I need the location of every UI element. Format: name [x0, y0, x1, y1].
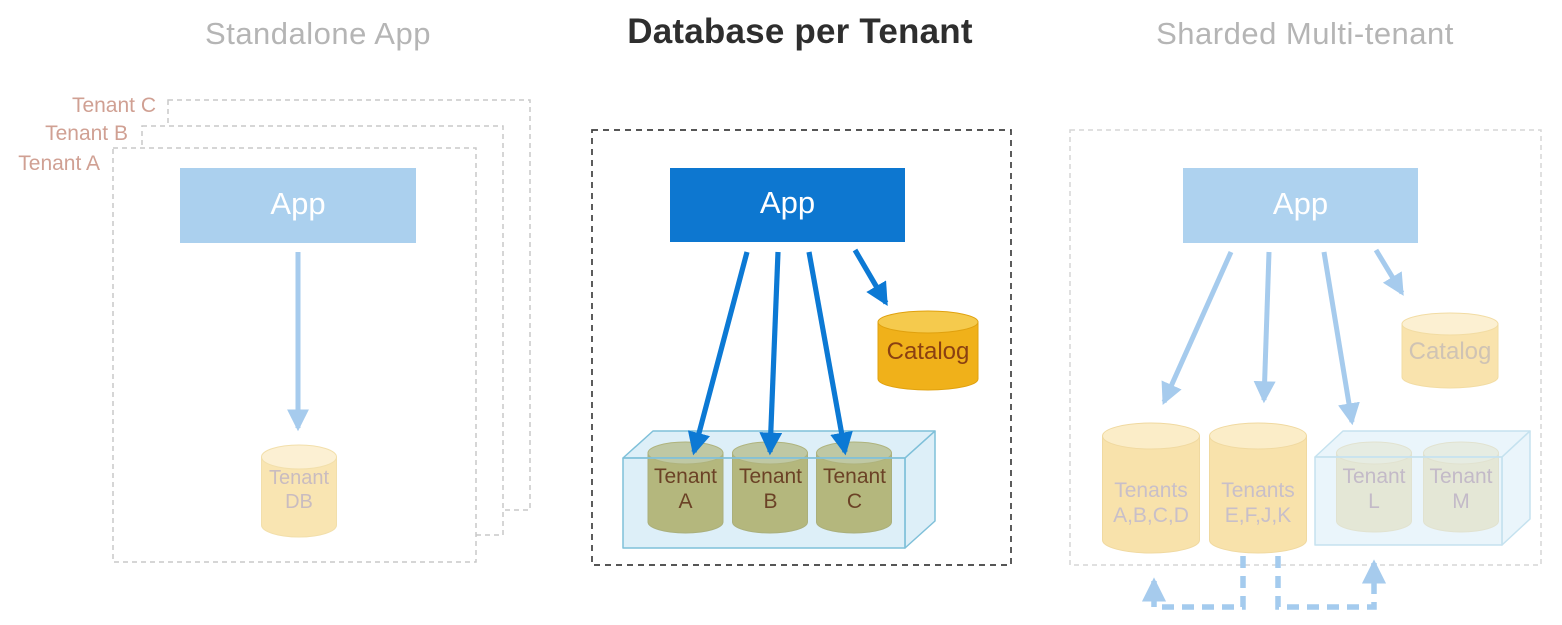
db-label-line2: DB	[285, 491, 313, 513]
cylinder-top	[877, 310, 979, 334]
tenants-abcd-label: Tenants A,B,C,D	[1089, 478, 1213, 528]
per-tenant-panel-shapes	[591, 129, 1012, 566]
tenants-efjk-label: Tenants E,F,J,K	[1196, 478, 1320, 528]
db-label-line1: Tenants	[1221, 479, 1295, 502]
tenant-m-label: Tenant M	[1421, 464, 1501, 514]
sharded-catalog-cylinder	[1401, 312, 1499, 389]
cylinder-top	[1401, 312, 1499, 336]
app-to-tenant-a-arrow	[687, 251, 750, 456]
catalog-cylinder	[877, 310, 979, 391]
standalone-app-label: App	[270, 186, 326, 221]
app-to-tenants-efjk-arrow	[1253, 251, 1276, 404]
sharded-app-label: App	[1272, 186, 1329, 221]
app-to-tenants-abcd-arrow	[1161, 250, 1234, 406]
sharded-arrows	[1161, 248, 1405, 426]
cylinder-body	[261, 456, 337, 538]
sharded-panel-shapes	[1069, 129, 1542, 610]
app-to-catalog-arrow	[852, 248, 889, 306]
cylinder-top	[261, 444, 337, 470]
standalone-tenant-db-label: Tenant DB	[259, 466, 339, 514]
per-tenant-dashed-box	[591, 129, 1012, 566]
db-label-line2: A	[678, 490, 693, 514]
tenant-l-label: Tenant L	[1334, 464, 1414, 514]
per-tenant-arrows	[687, 248, 889, 456]
tenants-efjk-cylinder	[1209, 422, 1307, 554]
db-label-line1: Tenant	[1342, 465, 1406, 488]
db-label-line2: M	[1452, 490, 1470, 514]
cylinder-body	[816, 452, 892, 534]
db-label-line1: Tenants	[1114, 479, 1188, 502]
db-label-line1: Tenant	[738, 465, 803, 488]
db-label-line2: A,B,C,D	[1113, 504, 1189, 528]
cylinder-body	[877, 321, 979, 391]
db-label-line1: Tenant	[268, 467, 330, 489]
catalog-label: Catalog	[886, 338, 970, 365]
cylinder-top	[1209, 422, 1307, 450]
db-label-line2: E,F,J,K	[1224, 504, 1292, 528]
sharded-dashed-box	[1069, 129, 1542, 566]
move-to-tenants-abcd-connector	[1141, 556, 1246, 610]
db-label-line1: Tenant	[1429, 465, 1493, 488]
cylinder-body	[1102, 435, 1200, 554]
cylinder-top	[1102, 422, 1200, 450]
app-to-catalog-arrow	[1373, 248, 1405, 296]
sharded-pool-box	[1314, 430, 1531, 546]
sharded-app-box	[1183, 168, 1418, 243]
tenant-b-stack-label: Tenant B	[45, 122, 128, 145]
sharded-catalog-label: Catalog	[1408, 338, 1492, 365]
standalone-tenant-db-cylinder	[261, 444, 337, 538]
tenant-a-db-label: Tenant A	[645, 464, 726, 514]
tenant-a-stack-label: Tenant A	[18, 152, 100, 175]
per-tenant-panel-title: Database per Tenant	[627, 12, 973, 51]
pool-top-face	[1314, 430, 1531, 458]
cylinder-body	[1209, 435, 1307, 554]
per-tenant-app-label: App	[759, 185, 816, 220]
per-tenant-app-box	[670, 168, 905, 242]
db-label-line2: L	[1368, 490, 1380, 514]
standalone-app-box	[180, 168, 416, 243]
tenant-c-stack-label: Tenant C	[71, 94, 156, 117]
cylinder-body	[732, 452, 808, 534]
db-label-line2: B	[763, 490, 778, 514]
db-label-line2: C	[846, 490, 863, 514]
tenant-c-db-label: Tenant C	[814, 464, 895, 514]
app-to-tenant-b-arrow	[759, 251, 783, 456]
pool-front-face	[1314, 456, 1503, 546]
app-to-tenant-c-arrow	[806, 251, 853, 456]
pool-top-face	[622, 430, 936, 459]
standalone-panel-shapes	[112, 99, 531, 563]
standalone-panel-title: Standalone App	[205, 16, 431, 51]
cylinder-body	[1401, 323, 1499, 389]
db-label-line1: Tenant	[653, 465, 718, 488]
sharded-panel-title: Sharded Multi-tenant	[1156, 16, 1454, 51]
pool-front-face	[622, 457, 906, 549]
tenant-move-connectors	[1141, 556, 1387, 610]
tenants-abcd-cylinder	[1102, 422, 1200, 554]
tenant-b-db-label: Tenant B	[730, 464, 811, 514]
app-to-pool-arrow	[1321, 251, 1360, 426]
cylinder-body	[647, 452, 724, 534]
move-to-tenant-l-connector	[1275, 556, 1387, 610]
db-label-line1: Tenant	[822, 465, 887, 488]
